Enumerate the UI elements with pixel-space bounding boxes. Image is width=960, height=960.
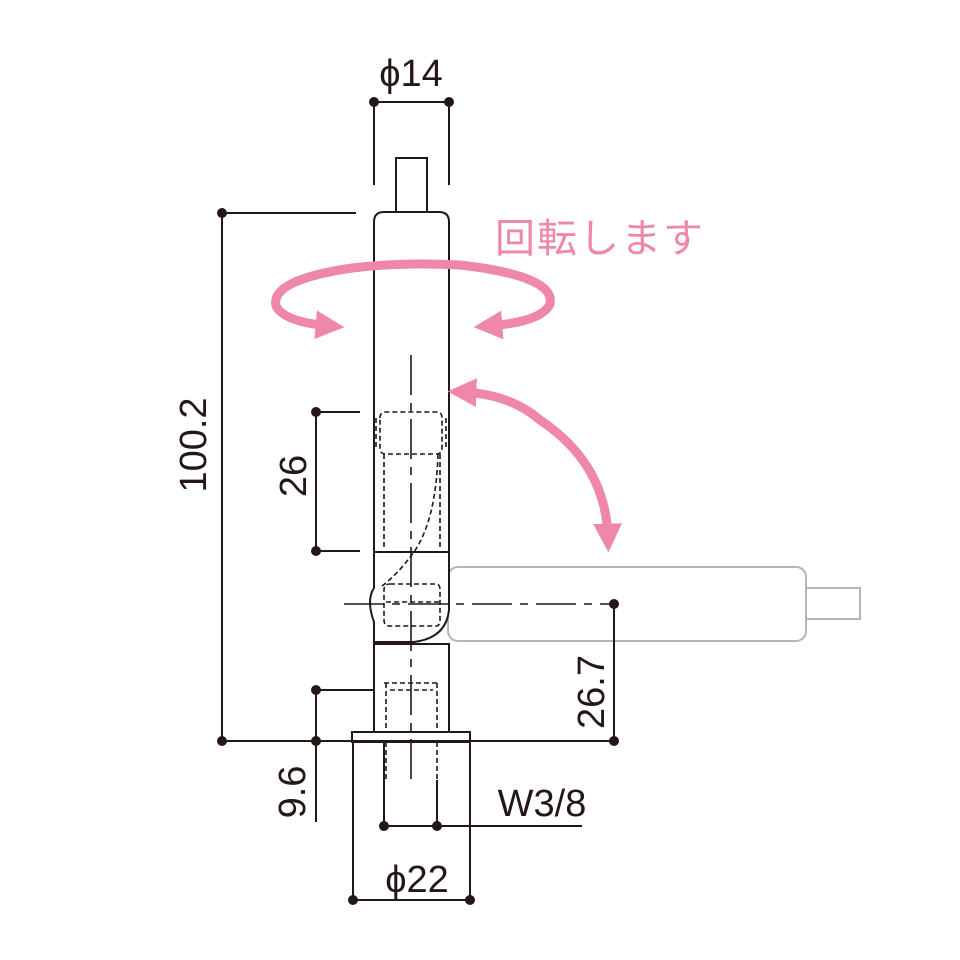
- dimension-lines: [217, 97, 619, 905]
- rotation-arrow-top: [347, 259, 465, 273]
- rotation-arrow-left: [271, 263, 357, 340]
- pivot-height-label: 26.7: [571, 655, 613, 729]
- top-diameter-label: ϕ14: [379, 53, 443, 95]
- center-lines: [344, 355, 612, 780]
- base-diameter-label: ϕ22: [385, 859, 449, 901]
- hidden-features: [375, 411, 447, 780]
- rotation-label: 回転します: [495, 216, 705, 262]
- slot-hidden-lines: [381, 453, 441, 587]
- top-pin: [395, 157, 428, 215]
- thread-size-label: W3/8: [498, 783, 587, 825]
- swing-arrow-top: [447, 378, 545, 425]
- rotation-arrow-right: [455, 260, 555, 340]
- swing-arrow-bottom: [535, 415, 622, 553]
- total-height-label: 100.2: [173, 397, 215, 492]
- ghost-pin: [805, 587, 861, 620]
- knuckle-joint: [369, 551, 450, 643]
- rotated-position-ghost: [447, 566, 861, 642]
- thread-depth-label: 26: [273, 455, 315, 497]
- base-height-label: 9.6: [272, 766, 314, 819]
- lower-thread-hidden: [384, 682, 440, 732]
- motion-arrows: [271, 259, 622, 553]
- pivot-hole-hidden: [383, 583, 441, 627]
- labels: ϕ14 100.2 26 26.7 9.6 W3/8 ϕ22 回転します: [173, 53, 705, 901]
- upper-thread-hidden: [379, 411, 443, 455]
